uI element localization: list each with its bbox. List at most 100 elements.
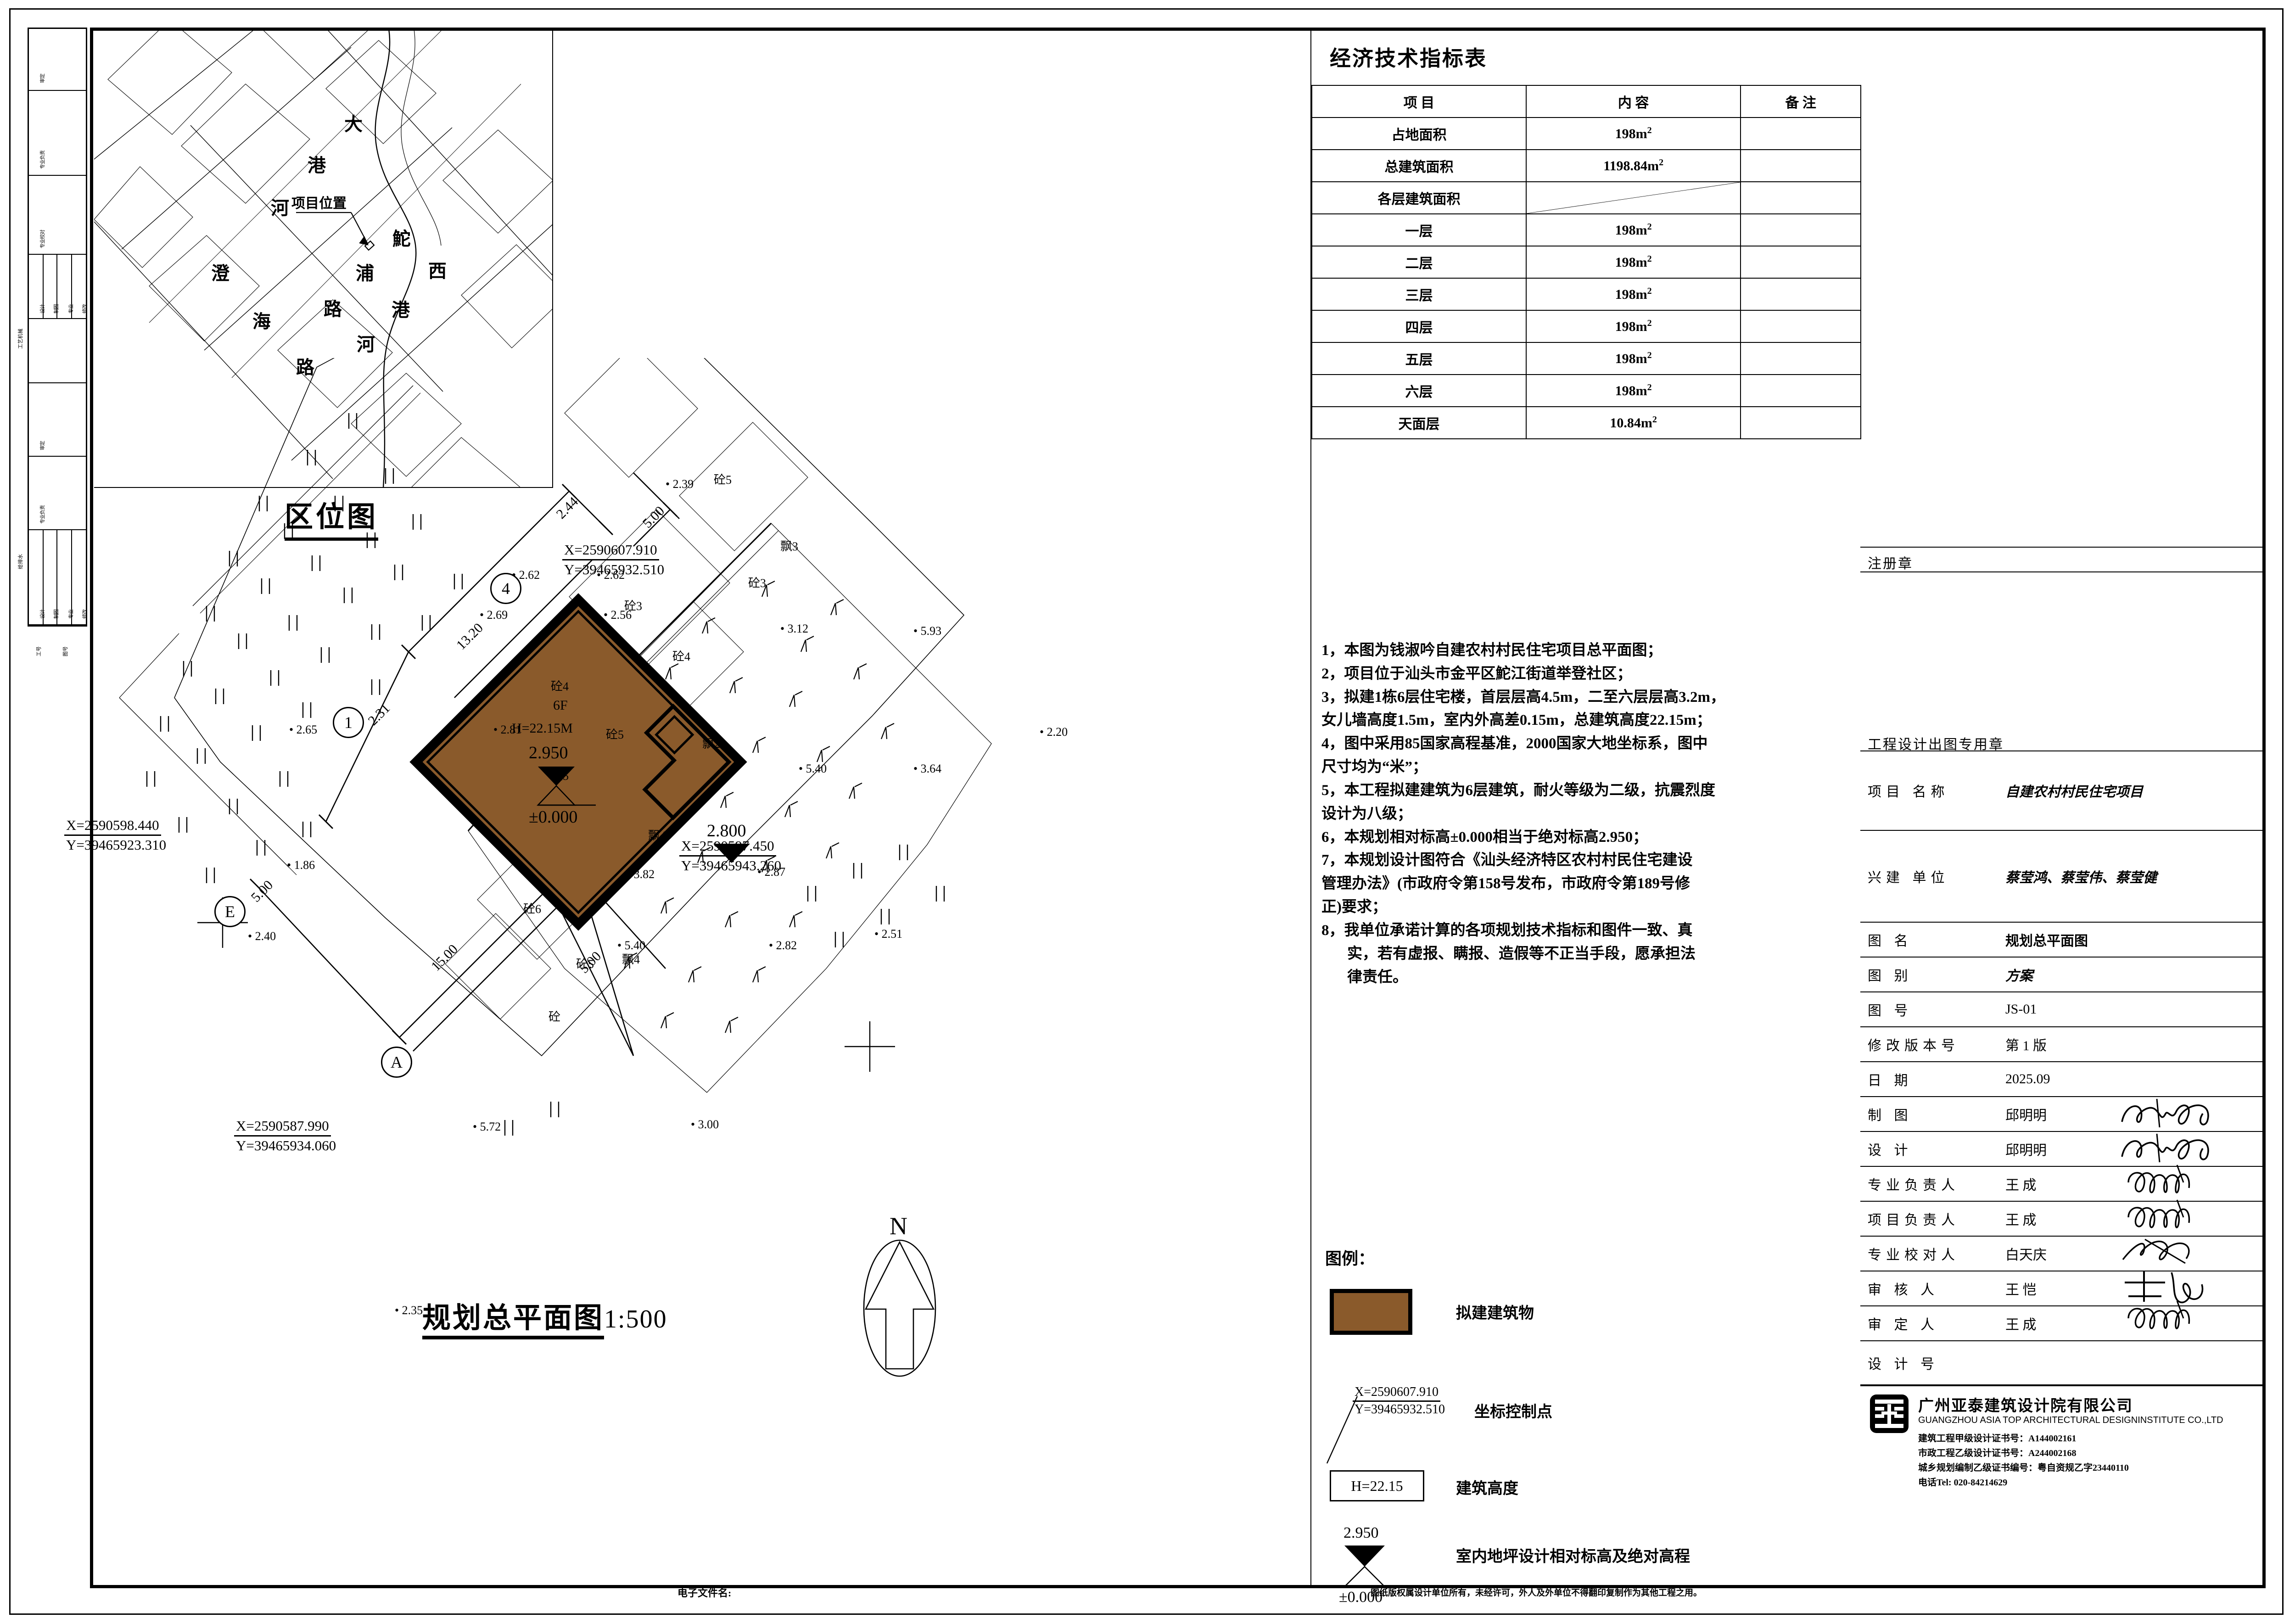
note-line: 设计为八级；: [1321, 805, 1412, 822]
legend-building-swatch: [1330, 1289, 1412, 1335]
spot-elevation: • 3.00: [691, 1118, 719, 1131]
revision-scribble: 专业: [68, 610, 74, 619]
row-value: 邱明明: [2005, 1108, 2047, 1123]
project-location-label: 项目位置: [291, 196, 347, 211]
legend-height-box: H=22.15: [1330, 1470, 1424, 1501]
row-remark: [1740, 374, 1861, 407]
revision-scribble: 专业负责: [40, 151, 45, 169]
coordinate-x: X=2590597.450: [679, 838, 776, 857]
footer-copyright: 图纸版权属设计单位所有，未经许可，外人及外单位不得翻印复制作为其他工程之用。: [1371, 1588, 1702, 1598]
row-label: 审 定 人: [1868, 1317, 1939, 1333]
row-value: 198m2: [1526, 310, 1741, 343]
spot-elevation: • 2.82: [769, 939, 797, 952]
title-row-checker: 专业校对人 白天庆: [1860, 1237, 2266, 1271]
row-remark: [1740, 117, 1861, 150]
note-line: 8，我单位承诺计算的各项规划技术指标和图件一致、真: [1321, 922, 1693, 939]
registered-stamp-divider: [1860, 547, 2266, 548]
legend-coordinate-symbol: X=2590607.910 Y=39465932.510: [1353, 1385, 1447, 1417]
spot-elevation: • 2.20: [1040, 725, 1068, 739]
legend-coordinate-leader: [1321, 1394, 1362, 1470]
footer-filename-label: 电子文件名:: [677, 1587, 732, 1599]
spot-elevation: • 2.87: [757, 865, 786, 879]
table-header-content: 内 容: [1526, 85, 1741, 118]
signature-approver: [2122, 1300, 2218, 1338]
north-letter: N: [890, 1212, 907, 1240]
neighbour-label: 砼5: [551, 769, 569, 783]
row-value: 规划总平面图: [2005, 934, 2088, 949]
row-label: 项目负责人: [1868, 1213, 1959, 1228]
table-header-remark: 备 注: [1740, 85, 1861, 118]
row-item: 三层: [1311, 278, 1527, 311]
row-value: 第 1 版: [2005, 1038, 2047, 1053]
design-stamp-label: 工程设计出图专用章: [1868, 737, 2004, 752]
row-value: 198m2: [1526, 374, 1741, 407]
legend-coordinate-y: Y=39465932.510: [1355, 1402, 1445, 1417]
title-row-approver: 审 定 人 王 成: [1860, 1300, 2266, 1341]
econ-table-title: 经济技术指标表: [1330, 47, 1487, 70]
neighbour-label: 砼3: [748, 577, 767, 590]
road-label: 浦: [356, 263, 374, 284]
row-value: 王 成: [2005, 1317, 2037, 1333]
note-line: 4，图中采用85国家高程基准，2000国家大地坐标系，图中: [1321, 735, 1708, 752]
registered-stamp-divider-2: [1860, 571, 2266, 572]
table-header-row: 项 目 内 容 备 注: [1311, 85, 1861, 118]
note-line: 管理办法》(市政府令第158号发布，市政府令第189号修: [1321, 875, 1690, 892]
location-map: 项目位置 大 港 河 澄 海 路 浦 路 鮀 西 港 河: [94, 29, 553, 488]
company-block: 广州亚泰建筑设计院有限公司 GUANGZHOU ASIA TOP ARCHITE…: [1860, 1389, 2266, 1563]
revision-scribble: 审定: [40, 441, 45, 450]
title-row-drawing-type: 图 别 方案: [1860, 958, 2266, 992]
revision-scribble: 设计: [40, 304, 45, 314]
road-label: 澄: [211, 263, 230, 284]
row-value: 198m2: [1526, 246, 1741, 279]
row-label: 专业校对人: [1868, 1248, 1959, 1263]
title-row-drawing-number: 图 号 JS-01: [1860, 992, 2266, 1027]
note-line: 尺寸均为“米”；: [1321, 759, 1427, 776]
table-row: 三层 198m2: [1311, 278, 1861, 311]
title-row-developer: 兴建 单位 蔡莹鸿、蔡莹伟、蔡莹健: [1860, 831, 2266, 923]
title-block: 注册章 工程设计出图专用章 项目 名称 自建农村村民住宅项目 兴建 单位 蔡莹鸿…: [1860, 29, 2266, 1588]
legend-label-height: 建筑高度: [1456, 1480, 1518, 1497]
building-height-label: H=22.15M: [512, 721, 573, 736]
row-value: 王 成: [2005, 1213, 2037, 1228]
legend-elevation-symbol: [1339, 1544, 1412, 1592]
title-row-drawing-name: 图 名 规划总平面图: [1860, 923, 2266, 958]
revision-footer: 工号 图号: [36, 646, 68, 656]
sheet-inner-border: [90, 28, 2266, 1588]
row-remark: [1740, 246, 1861, 279]
legend-elevation-relative: ±0.000: [1339, 1589, 1383, 1606]
note-line: 女儿墙高度1.5m，室内外高差0.15m，总建筑高度22.15m；: [1321, 712, 1712, 729]
title-row-design-number: 设 计 号: [1860, 1341, 2266, 1386]
spot-elevation: • 3.12: [780, 622, 809, 635]
coordinate-y: Y=39465923.310: [66, 836, 167, 853]
legend-coordinate-x: X=2590607.910: [1353, 1385, 1441, 1402]
neighbour-label: 砼6: [523, 902, 542, 916]
revision-scribble: 审定: [40, 74, 45, 83]
site-plan-scale: 1:500: [604, 1305, 667, 1333]
row-label: 修改版本号: [1868, 1038, 1959, 1053]
table-row: 天面层 10.84m2: [1311, 406, 1861, 439]
company-name-cn: 广州亚泰建筑设计院有限公司: [1918, 1398, 2133, 1415]
note-line: 5，本工程拟建建筑为6层建筑，耐火等级为二级，抗震烈度: [1321, 782, 1715, 799]
road-label: 西: [428, 261, 447, 281]
row-label: 项目 名称: [1868, 784, 1949, 800]
site-plan: 4 1 E A 13.20 2.44 5.00 2.31 5.00 15.00 …: [64, 358, 1308, 1597]
row-remark: [1740, 406, 1861, 439]
building-floors-label: 6F: [553, 698, 568, 713]
row-item: 各层建筑面积: [1311, 181, 1527, 214]
note-line: 实，若有虚报、瞒报、造假等不正当手段，愿承担法: [1347, 945, 1696, 962]
row-value: 邱明明: [2005, 1143, 2047, 1158]
location-map-title: 区位图: [285, 493, 379, 541]
table-row: 一层 198m2: [1311, 213, 1861, 246]
row-item: 占地面积: [1311, 117, 1527, 150]
row-item: 一层: [1311, 213, 1527, 246]
legend-title: 图例：: [1325, 1249, 1375, 1268]
row-label: 日 期: [1868, 1073, 1913, 1088]
neighbour-label: 飘4: [648, 829, 666, 842]
title-row-drafter: 制 图 邱明明: [1860, 1097, 2266, 1132]
row-item: 天面层: [1311, 406, 1527, 439]
title-row-project-name: 项目 名称 自建农村村民住宅项目: [1860, 750, 2266, 831]
row-value: 王 成: [2005, 1178, 2037, 1193]
company-cert-c: 城乡规划编制乙级证书编号：粤自资规乙字23440110: [1918, 1463, 2129, 1473]
data-column: 经济技术指标表 项 目 内 容 备 注 占地面积 198m2 总建筑面积 119…: [1310, 29, 1861, 1606]
